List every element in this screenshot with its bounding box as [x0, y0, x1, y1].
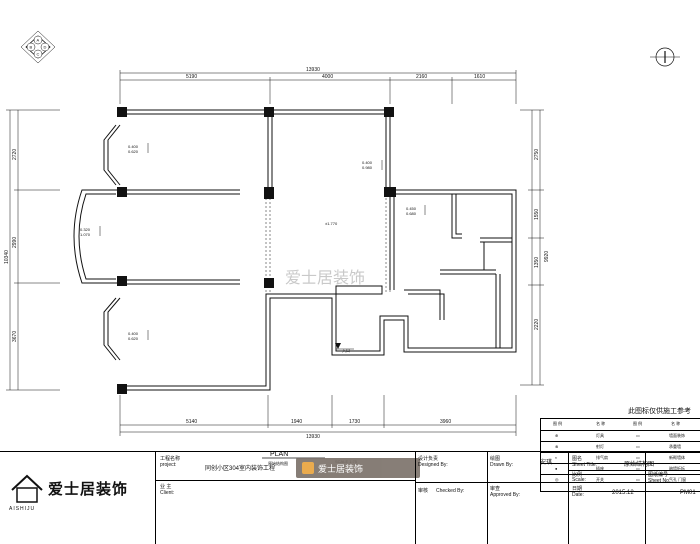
date-value: 2015.12 [612, 490, 634, 496]
dimension-bottom: 1940 [291, 419, 302, 425]
dimension-right: 2220 [534, 319, 540, 330]
window-label: 0.400 0.620 [128, 330, 149, 341]
client-label: 业 主 [160, 484, 172, 490]
brand-badge-icon [302, 462, 314, 474]
sheet-title-label-en: Sheet Title: [572, 462, 598, 468]
level-mark: ±1.770 [325, 221, 338, 226]
dimension-right: 2750 [534, 149, 540, 160]
compass-letter: D [44, 45, 47, 50]
date-label: 日期 [572, 486, 583, 492]
legend-header: 图 例 [553, 421, 563, 426]
window-label: 0.400 0.980 [362, 160, 383, 170]
dimension-bottom: 5140 [186, 419, 197, 425]
scale-label: 比例 [572, 472, 583, 478]
dimension-left: 3670 [12, 331, 18, 342]
checked-label: 审核 [418, 488, 429, 494]
dimension-left: 2990 [12, 237, 18, 248]
date-label-en: Date: [572, 492, 584, 498]
walls [73, 109, 517, 391]
svg-text:0.400: 0.400 [128, 331, 139, 336]
legend-row: ● 插座 ▭ 暗墙折拆 [541, 463, 700, 474]
company-name-en: AISHIJU [9, 506, 36, 512]
drawn-label: 绘图 [490, 456, 501, 462]
client-label-en: Client: [160, 490, 175, 496]
dimension-top: 2160 [416, 74, 427, 80]
legend-title: 此图标仅供施工参考 [628, 408, 691, 415]
sheet-no-label: 图纸编号 [648, 472, 669, 478]
dimension-top: 1610 [474, 74, 485, 80]
dimension-left-overall: 10340 [4, 250, 10, 264]
svg-text:0.400: 0.400 [362, 160, 373, 165]
dimension-overall-bottom: 13930 [306, 434, 320, 440]
legend-row: ⊗ 射灯 ▭ 承重墙 [541, 441, 700, 452]
dimension-left: 2720 [12, 149, 18, 160]
designer-label: 设计负责 [418, 456, 439, 462]
project-label: 工程名称 [160, 456, 181, 462]
dimension-top: 5190 [186, 74, 197, 80]
compass-letter: C [37, 52, 40, 57]
drawn-name: 安琪 [540, 460, 553, 466]
project-label-en: project: [160, 462, 177, 468]
svg-text:0.980: 0.980 [362, 165, 373, 170]
brand-badge-text: 爱士居装饰 [318, 464, 364, 475]
legend-table: 图 例 名 称 图 例 名 称 ⊕ 灯具 ▭ 墙面装饰 ⊗ 射灯 ▭ 承重墙 ◐… [540, 418, 700, 492]
entrance-arrow-icon [335, 343, 354, 350]
dimension-bottom: 1730 [349, 419, 360, 425]
dimension-right: 1550 [534, 209, 540, 220]
project-name: 同创小区304室内装饰工程 [205, 466, 276, 472]
sheet-no-label-en: Sheet No.: [648, 478, 672, 484]
svg-text:0.620: 0.620 [128, 149, 139, 154]
legend-row: ◐ 排气扇 ▭ 新砌墙体 [541, 452, 700, 463]
legend-row: ◎ 开关 ▭ 气孔 门窗 [541, 474, 700, 485]
legend-row: ⊕ 灯具 ▭ 墙面装饰 [541, 430, 700, 441]
dimension-overall-top: 13930 [306, 67, 320, 73]
designer-label-en: Designed By: [418, 462, 448, 468]
svg-text:0.450: 0.450 [406, 206, 417, 211]
svg-text:PLAN: PLAN [270, 451, 288, 458]
legend-header: 图 例 [633, 421, 643, 426]
svg-text:原始结构图: 原始结构图 [268, 460, 288, 466]
brand-badge: 爱士居装饰 [296, 458, 420, 478]
svg-text:0.320: 0.320 [80, 227, 91, 232]
sheet-title-label: 图名 [572, 456, 583, 462]
sheet-title: 原始结构图 [624, 462, 655, 468]
svg-text:1.070: 1.070 [80, 232, 91, 237]
svg-text:0.400: 0.400 [128, 144, 139, 149]
checked-label-en: Checked By: [436, 488, 465, 494]
sheet-no: PM01 [680, 490, 696, 496]
watermark-text: 爱士居装饰 [285, 268, 365, 287]
north-arrow-icon [650, 47, 680, 67]
entrance-label: 入口 [342, 348, 350, 353]
dimension-top: 4000 [322, 74, 333, 80]
title-block: 爱士居装饰 AISHIJU 工程名称 project: 同创小区304室内装饰工… [0, 451, 700, 544]
window-label: 0.320 1.070 [80, 226, 101, 237]
compass-letter: B [30, 45, 33, 50]
window-label: 0.450 0.680 [406, 205, 426, 216]
legend-header-row: 图 例 名 称 图 例 名 称 [541, 419, 700, 429]
svg-text:0.620: 0.620 [128, 336, 139, 341]
dimension-right: 1350 [534, 257, 540, 268]
grid-badge-icon: A B C D [20, 30, 56, 64]
scale-label-en: Scale: [572, 477, 586, 483]
compass-letter: A [37, 38, 40, 43]
svg-text:0.680: 0.680 [406, 211, 417, 216]
company-name: 爱士居装饰 [48, 480, 129, 498]
window-label: 0.400 0.620 [128, 143, 149, 154]
approved-label: 审查 [490, 486, 501, 492]
approved-label-en: Approved By: [490, 492, 521, 498]
house-logo-icon [11, 474, 43, 503]
company-logo: 爱士居装饰 AISHIJU [6, 466, 156, 526]
drawn-label-en: Drawn By: [490, 462, 514, 468]
dimension-right-overall: 9920 [544, 251, 550, 262]
legend-header: 名 称 [596, 421, 606, 426]
dimension-bottom: 3960 [440, 419, 451, 425]
legend-header: 名 称 [671, 421, 681, 426]
columns [117, 107, 396, 394]
